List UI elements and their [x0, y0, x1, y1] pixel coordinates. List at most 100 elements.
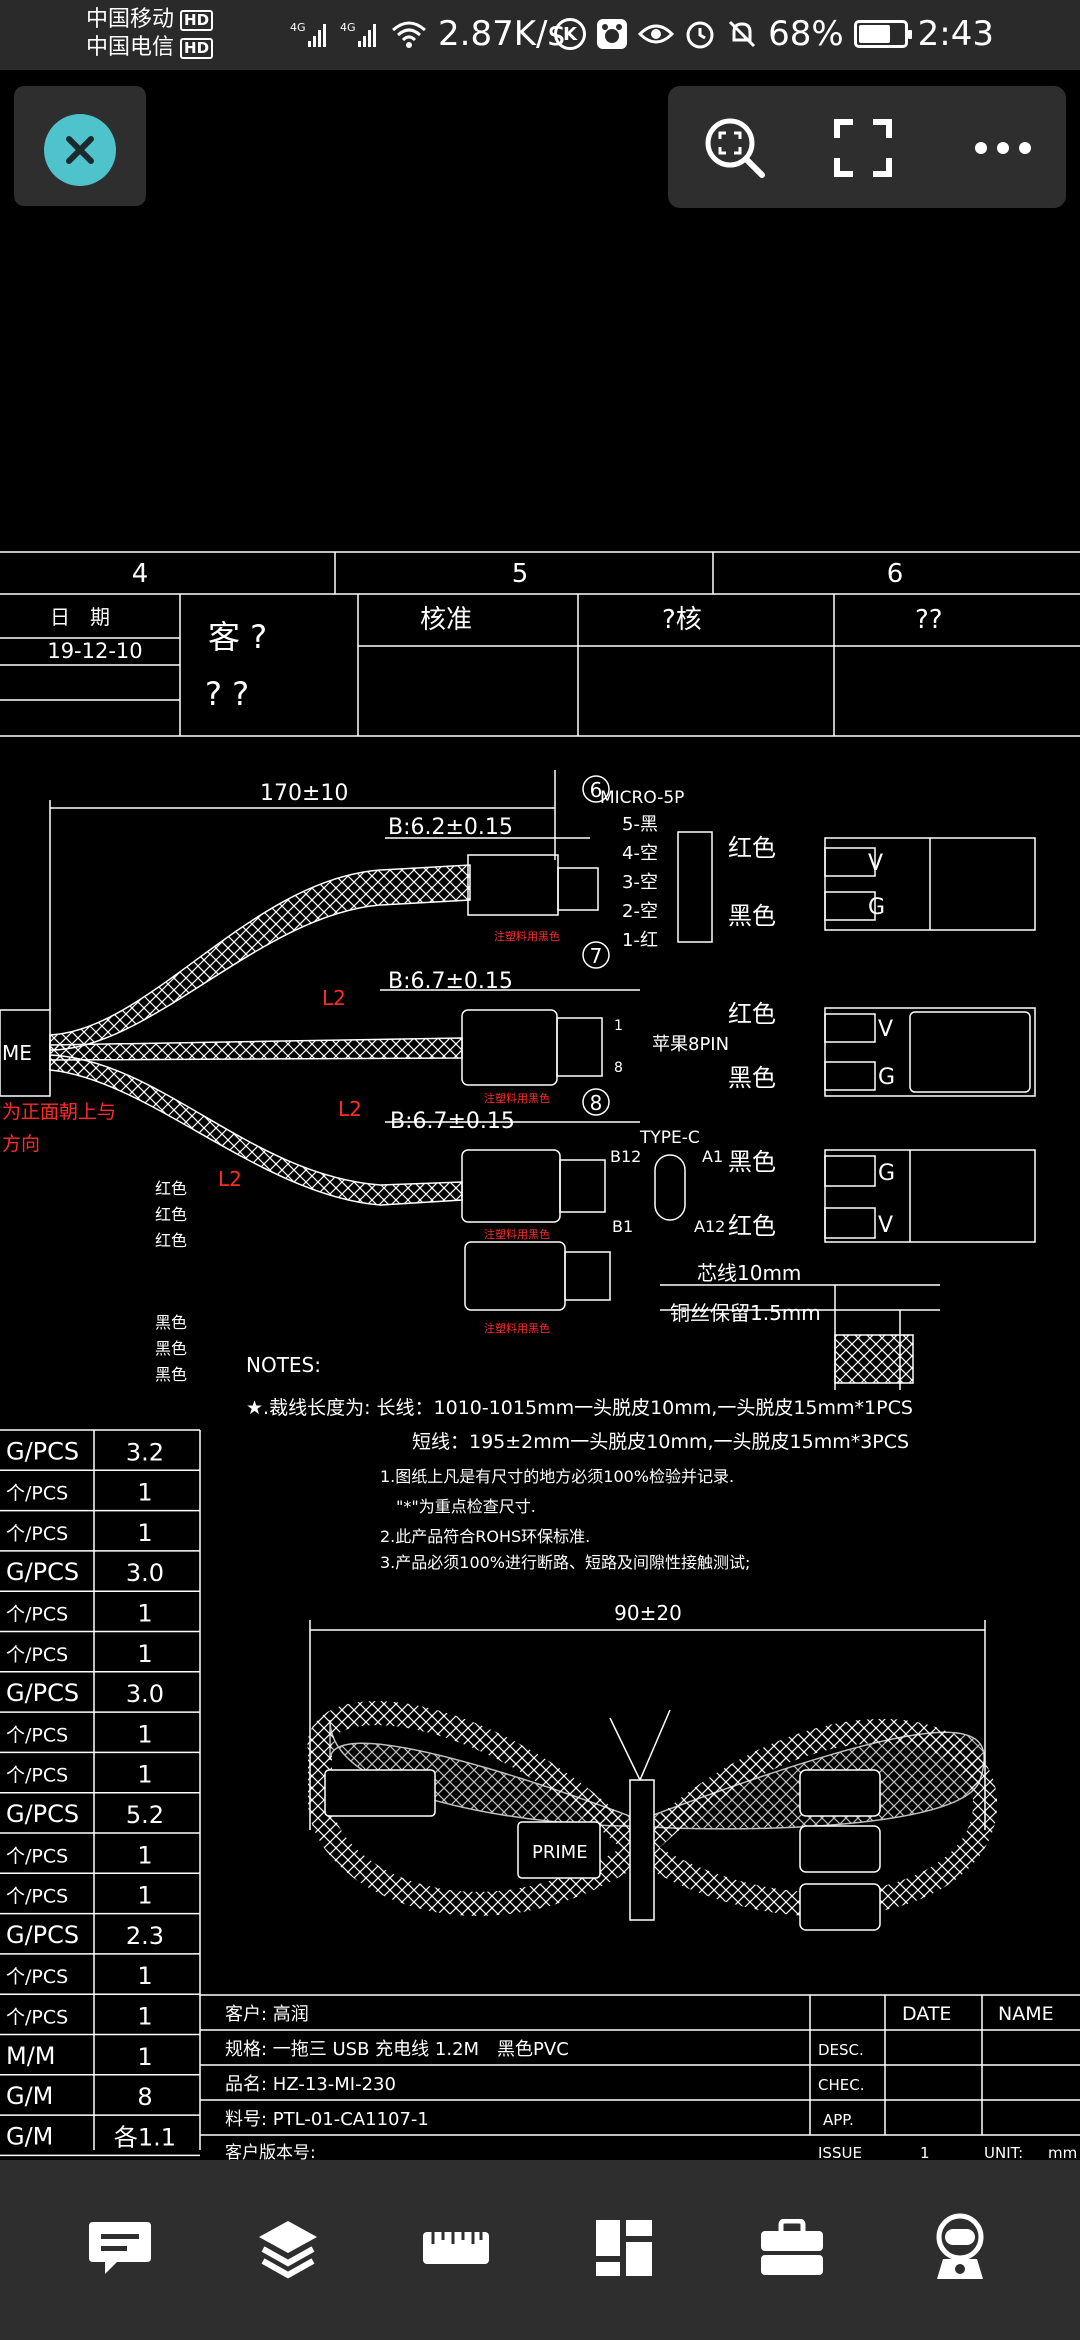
- tb-spec: 规格: 一拖三 USB 充电线 1.2M 黑色PVC: [225, 2039, 569, 2060]
- signal-icon: 4G: [290, 21, 326, 47]
- tb-issue-value: 1: [920, 2144, 930, 2160]
- bom-unit: 个/PCS: [6, 2007, 68, 2029]
- client-label: 客 ?: [208, 618, 267, 656]
- micro-pin: 5-黑: [622, 814, 658, 835]
- nav-measure[interactable]: [416, 2208, 496, 2288]
- fullscreen-icon: [834, 119, 892, 177]
- bom-unit: M/M: [6, 2042, 56, 2070]
- wire-red-label: 红色: [155, 1205, 187, 1224]
- nav-comment[interactable]: [80, 2208, 160, 2288]
- micro-pin: 4-空: [622, 843, 658, 864]
- connector-number: 6: [590, 778, 603, 802]
- bom-qty: 1: [137, 1841, 152, 1869]
- bom-unit: G/PCS: [6, 1437, 79, 1465]
- alarm-icon: [686, 21, 714, 49]
- bom-unit: G/M: [6, 2082, 53, 2110]
- note-line: 2.此产品符合ROHS环保标准.: [380, 1527, 590, 1546]
- note-line: 短线：195±2mm一头脱皮10mm,一头脱皮15mm*3PCS: [412, 1431, 909, 1453]
- carrier-2: 中国电信: [86, 35, 175, 60]
- viewer-toolbar: [668, 86, 1066, 208]
- comment-icon: [89, 2222, 151, 2274]
- bom-unit: 个/PCS: [6, 1966, 68, 1988]
- direction-note: 方向: [2, 1133, 40, 1155]
- micro-title: MICRO-5P: [600, 788, 684, 808]
- svg-text:4G: 4G: [340, 21, 356, 34]
- tb-chec: CHEC.: [818, 2076, 864, 2094]
- bom-qty: 2.3: [126, 1922, 164, 1950]
- face-up-note: 为正面朝上与: [2, 1101, 116, 1123]
- nav-grid[interactable]: [584, 2208, 664, 2288]
- zoom-fit-button[interactable]: [700, 116, 770, 180]
- bom-qty: 1: [137, 1479, 152, 1507]
- tb-unit: UNIT:: [984, 2144, 1023, 2160]
- tb-date-header: DATE: [902, 2003, 951, 2025]
- bottom-nav: [0, 2160, 1080, 2340]
- nav-toolbox[interactable]: [752, 2208, 832, 2288]
- glue-note: 注塑料用黑色: [494, 929, 560, 943]
- typec-pin: B12: [610, 1147, 641, 1166]
- mute-bell-icon: [729, 20, 756, 48]
- wire-black-label: 黑色: [155, 1339, 187, 1358]
- wire-color-red: 红色: [728, 834, 776, 862]
- fullscreen-button[interactable]: [828, 116, 898, 180]
- column-number: 6: [887, 559, 904, 589]
- signal-area: 4G 4G 2.87K/s: [290, 14, 565, 54]
- signal-icon: 4G: [340, 21, 376, 47]
- bom-unit: 个/PCS: [6, 1604, 68, 1626]
- close-button[interactable]: [14, 86, 146, 206]
- more-button[interactable]: [968, 116, 1038, 180]
- date-value: 19-12-10: [47, 639, 142, 663]
- apple-label: 苹果8PIN: [652, 1034, 729, 1055]
- column-number: 4: [132, 559, 149, 589]
- tb-app: APP.: [823, 2111, 854, 2129]
- l2-label: L2: [322, 986, 346, 1010]
- micro-pin: 2-空: [622, 901, 658, 922]
- briefcase-icon: [761, 2219, 823, 2275]
- pin-v: V: [878, 1213, 893, 1238]
- l2-label: L2: [218, 1167, 242, 1191]
- approve-label: 核准: [420, 605, 472, 635]
- zoom-fit-icon: [705, 118, 765, 178]
- bom-qty: 1: [137, 1640, 152, 1668]
- tb-unit-value: mm: [1048, 2144, 1077, 2160]
- nav-layers[interactable]: [248, 2208, 328, 2288]
- note-line: ★.裁线长度为: 长线：1010-1015mm一头脱皮10mm,一头脱皮15mm…: [246, 1397, 913, 1419]
- bom-qty: 3.2: [126, 1438, 164, 1466]
- note-line: 3.产品必须100%进行断路、短路及间隙性接触测试;: [380, 1553, 750, 1572]
- connector-number: 8: [590, 1091, 603, 1115]
- bom-unit: 个/PCS: [6, 1886, 68, 1908]
- wire-red-label: 红色: [155, 1179, 187, 1198]
- pin-v: V: [868, 851, 883, 876]
- micro-pin: 3-空: [622, 872, 658, 893]
- network-speed: 2.87K/s: [438, 14, 566, 54]
- bom-unit: 个/PCS: [6, 1724, 68, 1746]
- wire-black-label: 黑色: [155, 1313, 187, 1332]
- cad-drawing-canvas[interactable]: 4 5 6 日 期 19-12-10 客 ? ? ? 核准 ?核 ?? 170±…: [0, 540, 1080, 2160]
- tb-desc: DESC.: [818, 2041, 864, 2059]
- ruler-icon: [423, 2232, 489, 2264]
- connector-number: 7: [590, 944, 603, 968]
- hd-badge: HD: [180, 9, 214, 31]
- check-label: ?核: [662, 605, 702, 635]
- nav-profile[interactable]: [920, 2208, 1000, 2288]
- pin-g: G: [878, 1065, 895, 1090]
- clock: 2:43: [917, 14, 994, 54]
- bom-qty: 1: [137, 1720, 152, 1748]
- bom-qty: 1: [137, 1962, 152, 1990]
- wire-color-black: 黑色: [728, 1148, 776, 1176]
- close-icon: [44, 114, 116, 186]
- note-line: 1.图纸上凡是有尺寸的地方必须100%检验并记录.: [380, 1467, 734, 1486]
- bom-unit: 个/PCS: [6, 1483, 68, 1505]
- glue-note: 注塑料用黑色: [484, 1091, 550, 1105]
- client-label-2: ? ?: [205, 675, 249, 713]
- bom-qty: 1: [137, 1600, 152, 1628]
- wire-color-black: 黑色: [728, 902, 776, 930]
- l2-label: L2: [338, 1097, 362, 1121]
- tb-material-no: 料号: PTL-01-CA1107-1: [225, 2109, 429, 2130]
- pin-g: G: [878, 1161, 895, 1186]
- pin-number: 1: [614, 1018, 623, 1034]
- svg-text:4G: 4G: [290, 21, 306, 34]
- bom-unit: 个/PCS: [6, 1523, 68, 1545]
- battery-percent: 68%: [768, 14, 844, 54]
- bom-qty: 3.0: [126, 1680, 164, 1708]
